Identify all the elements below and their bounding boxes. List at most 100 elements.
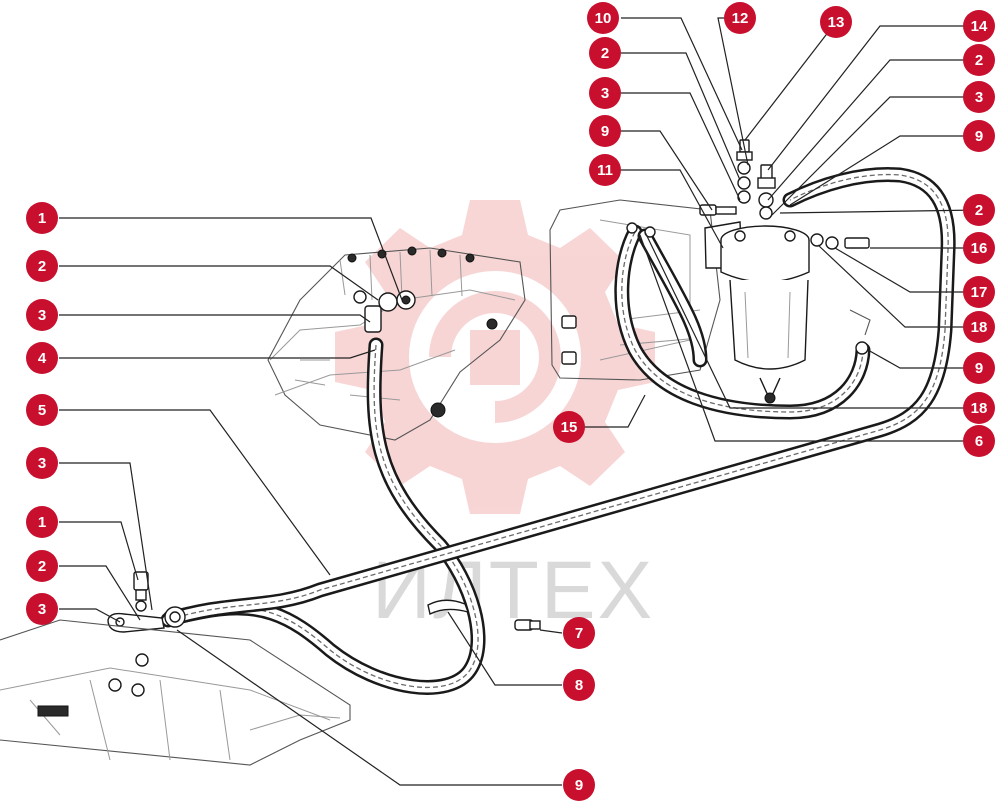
callout-circle [589, 37, 621, 69]
callout-circle [26, 550, 58, 582]
callout-18: 18 [963, 392, 995, 424]
callout-3: 3 [26, 447, 58, 479]
callout-circle [963, 10, 995, 42]
callout-circle [26, 299, 58, 331]
callout-label: 2 [601, 45, 609, 62]
callout-label: 5 [38, 402, 46, 419]
callout-label: 2 [975, 52, 983, 69]
callout-circle [963, 352, 995, 384]
callout-label: 3 [975, 89, 983, 106]
callout-9: 9 [589, 115, 621, 147]
callout-3: 3 [589, 77, 621, 109]
callout-label: 1 [38, 514, 46, 531]
callout-15: 15 [553, 411, 585, 443]
callout-label: 8 [575, 677, 583, 694]
callout-6: 6 [963, 425, 995, 457]
callout-circle [589, 115, 621, 147]
callout-label: 18 [971, 319, 988, 336]
callout-13: 13 [820, 6, 852, 38]
callout-circle [963, 120, 995, 152]
callout-label: 17 [971, 284, 988, 301]
callout-label: 9 [975, 128, 983, 145]
filter-mounting-plate [549, 199, 721, 381]
callout-circle [563, 769, 595, 801]
callout-8: 8 [563, 669, 595, 701]
callout-label: 4 [38, 350, 47, 367]
callout-label: 7 [575, 625, 583, 642]
callout-9: 9 [963, 352, 995, 384]
callout-circle [963, 194, 995, 226]
callout-circle [963, 425, 995, 457]
callout-label: 11 [597, 162, 613, 179]
callout-circle [820, 6, 852, 38]
callout-circle [963, 311, 995, 343]
callout-circle [563, 669, 595, 701]
watermark: ИЛТЕХ [335, 200, 655, 636]
callout-label: 12 [732, 10, 749, 27]
callout-14: 14 [963, 10, 995, 42]
callout-9: 9 [963, 120, 995, 152]
callout-label: 16 [971, 240, 988, 257]
callout-16: 16 [963, 232, 995, 264]
callout-circle [26, 506, 58, 538]
callout-17: 17 [963, 276, 995, 308]
callout-2: 2 [589, 37, 621, 69]
callout-9: 9 [563, 769, 595, 801]
callout-5: 5 [26, 394, 58, 426]
callout-circle [963, 276, 995, 308]
callout-1: 1 [26, 506, 58, 538]
callout-circle [553, 411, 585, 443]
callout-label: 10 [595, 10, 612, 27]
callout-label: 6 [975, 433, 983, 450]
callout-2: 2 [26, 550, 58, 582]
callout-3: 3 [26, 593, 58, 625]
callout-circle [26, 250, 58, 282]
callout-7: 7 [563, 617, 595, 649]
frame-sketch [0, 619, 351, 766]
callout-2: 2 [963, 44, 995, 76]
callout-18: 18 [963, 311, 995, 343]
callout-label: 1 [38, 210, 46, 227]
callout-circle [26, 593, 58, 625]
callout-label: 14 [971, 18, 988, 35]
callout-11: 11 [589, 154, 621, 186]
callout-circle [563, 617, 595, 649]
callout-circle [26, 202, 58, 234]
callout-10: 10 [587, 2, 619, 34]
callout-label: 3 [601, 85, 609, 102]
callout-circle [26, 394, 58, 426]
callout-label: 9 [975, 360, 983, 377]
callout-12: 12 [724, 2, 756, 34]
callout-circle [589, 154, 621, 186]
callout-label: 9 [575, 777, 583, 794]
callout-label: 3 [38, 307, 46, 324]
callout-circle [587, 2, 619, 34]
callout-circle [26, 447, 58, 479]
callout-1: 1 [26, 202, 58, 234]
callout-circle [724, 2, 756, 34]
callout-label: 13 [828, 14, 845, 31]
callout-circle [963, 81, 995, 113]
callout-circle [589, 77, 621, 109]
leader-lines [59, 17, 980, 786]
callout-label: 2 [38, 558, 46, 575]
callout-3: 3 [963, 81, 995, 113]
callout-circle [963, 232, 995, 264]
callout-3: 3 [26, 299, 58, 331]
callout-label: 2 [975, 202, 983, 219]
callout-label: 3 [38, 455, 46, 472]
callout-circle [963, 44, 995, 76]
callout-4: 4 [26, 342, 58, 374]
callout-label: 15 [561, 419, 578, 436]
callout-2: 2 [963, 194, 995, 226]
callout-label: 18 [971, 400, 988, 417]
callout-circle [963, 392, 995, 424]
callout-label: 2 [38, 258, 46, 275]
callout-2: 2 [26, 250, 58, 282]
callout-label: 3 [38, 601, 46, 618]
callout-circle [26, 342, 58, 374]
injection-pump-sketch [267, 246, 526, 441]
fuel-filter [704, 221, 810, 404]
